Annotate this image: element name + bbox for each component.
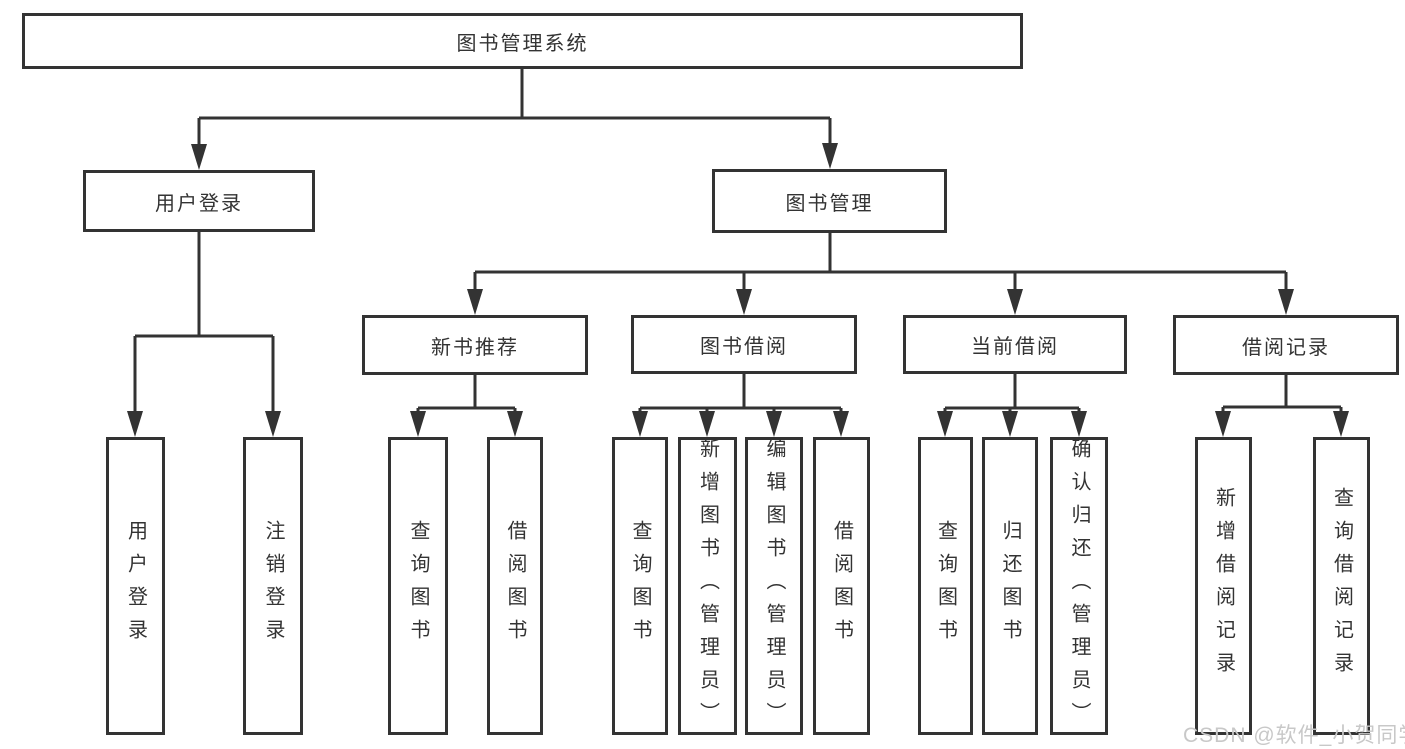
node-label: 借阅记录: [1242, 336, 1330, 359]
node-label: 当前借阅: [971, 336, 1059, 358]
node-root-library-system: 图书管理系统: [22, 13, 1023, 69]
leaf-query-books: 查询图书: [612, 437, 668, 735]
leaf-label: 新增借阅记录: [1212, 487, 1235, 685]
leaf-label: 借阅图书: [504, 520, 526, 652]
leaf-user-login: 用户登录: [106, 437, 165, 735]
leaf-add-borrow-record: 新增借阅记录: [1195, 437, 1252, 735]
node-label: 图书管理: [785, 192, 874, 215]
node-new-book-recommend: 新书推荐: [362, 315, 588, 375]
node-user-login: 用户登录: [83, 170, 315, 232]
leaf-label: 新增图书（管理员）: [696, 437, 719, 735]
leaf-query-books: 查询图书: [388, 437, 448, 735]
leaf-label: 借阅图书: [830, 520, 853, 652]
leaf-label: 编辑图书（管理员）: [763, 437, 785, 735]
leaf-label: 查询借阅记录: [1330, 487, 1353, 685]
leaf-return-books: 归还图书: [982, 437, 1038, 735]
leaf-label: 确认归还（管理员）: [1068, 437, 1090, 735]
leaf-query-books: 查询图书: [918, 437, 973, 735]
leaf-query-borrow-record: 查询借阅记录: [1313, 437, 1370, 735]
node-label: 图书借阅: [700, 336, 788, 358]
leaf-confirm-return-admin: 确认归还（管理员）: [1050, 437, 1108, 735]
node-book-management: 图书管理: [712, 169, 947, 233]
leaf-borrow-books: 借阅图书: [487, 437, 543, 735]
leaf-borrow-books: 借阅图书: [813, 437, 870, 735]
node-borrow-record: 借阅记录: [1173, 315, 1399, 375]
csdn-watermark: CSDN @软件_小贺同学: [1183, 724, 1405, 747]
leaf-edit-books-admin: 编辑图书（管理员）: [745, 437, 803, 735]
node-book-borrow: 图书借阅: [631, 315, 857, 374]
arrowheads: [127, 143, 1349, 437]
leaf-label: 查询图书: [934, 520, 957, 652]
leaf-logout: 注销登录: [243, 437, 303, 735]
node-label: 图书管理系统: [456, 32, 589, 55]
node-label: 新书推荐: [431, 336, 519, 359]
node-label: 用户登录: [155, 192, 243, 215]
leaf-label: 查询图书: [407, 520, 429, 652]
leaf-label: 查询图书: [629, 520, 651, 652]
leaf-add-books-admin: 新增图书（管理员）: [678, 437, 737, 735]
leaf-label: 注销登录: [262, 520, 284, 652]
leaf-label: 归还图书: [999, 520, 1021, 652]
node-current-borrow: 当前借阅: [903, 315, 1127, 374]
leaf-label: 用户登录: [124, 520, 147, 652]
